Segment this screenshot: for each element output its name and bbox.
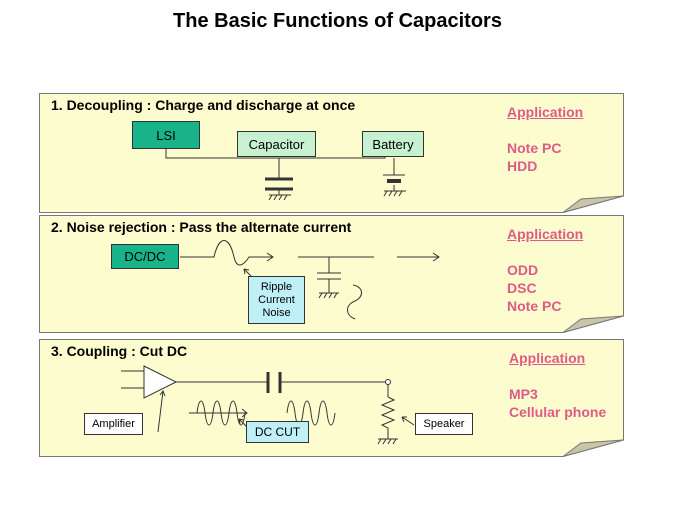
speaker-box: Speaker: [415, 413, 473, 435]
pointer-arrow: [157, 389, 166, 433]
panel-heading: 3. Coupling : Cut DC: [51, 343, 188, 359]
pointer-arrow: [401, 416, 415, 426]
panel-heading: 2. Noise rejection : Pass the alternate …: [51, 219, 352, 235]
ground-icon: [318, 292, 339, 299]
lsi-box: LSI: [132, 121, 200, 149]
ac-wave: [347, 284, 362, 320]
decoupling-circuit: [165, 147, 406, 201]
application-list: Application ODD DSC Note PC: [507, 225, 583, 315]
ac-wave-before: [196, 400, 246, 426]
slide-title: The Basic Functions of Capacitors: [173, 10, 502, 32]
capacitor-box: Capacitor: [237, 131, 316, 157]
pointer-arrow: [243, 268, 253, 278]
application-list: Application MP3 Cellular phone: [509, 349, 606, 421]
current-label: Current: [258, 293, 295, 306]
amplifier-box: Amplifier: [84, 413, 143, 435]
panel-heading: 1. Decoupling : Charge and discharge at …: [51, 97, 356, 113]
application-item: Note PC: [507, 298, 562, 314]
ground-icon: [268, 189, 406, 201]
coupling-circuit: [121, 365, 415, 445]
amplifier-icon: [143, 365, 178, 399]
application-item: ODD: [507, 262, 539, 278]
dc-cut-box: DC CUT: [246, 421, 309, 443]
battery-box: Battery: [362, 131, 424, 157]
ripple-current-noise-box: Ripple Current Noise: [248, 276, 305, 324]
dcdc-box: DC/DC: [111, 244, 179, 269]
application-title: Application: [507, 226, 584, 242]
arrow-icon: [432, 252, 440, 262]
capacitor-icon: [266, 372, 282, 393]
application-item: MP3: [509, 386, 538, 402]
application-item: Cellular phone: [509, 404, 607, 420]
application-list: Application Note PC HDD: [507, 103, 583, 175]
panel-decoupling: 1. Decoupling : Charge and discharge at …: [39, 93, 624, 213]
resistor-icon: [380, 396, 396, 439]
application-item: HDD: [507, 158, 538, 174]
noise-wave: [180, 240, 272, 266]
panel-noise-rejection: 2. Noise rejection : Pass the alternate …: [39, 215, 624, 333]
arrow-icon: [266, 252, 274, 262]
panel-coupling: 3. Coupling : Cut DC Amplifier DC CU: [39, 339, 624, 457]
ground-icon: [377, 438, 398, 445]
panel-background: [39, 339, 624, 457]
application-item: DSC: [507, 280, 537, 296]
panel-background: [39, 215, 624, 333]
noise-rejection-circuit: [180, 240, 440, 320]
application-title: Application: [509, 350, 586, 366]
noise-label: Noise: [262, 306, 291, 319]
ac-wave-after: [286, 400, 336, 426]
ripple-label: Ripple: [260, 280, 293, 293]
application-title: Application: [507, 104, 584, 120]
application-item: Note PC: [507, 140, 562, 156]
